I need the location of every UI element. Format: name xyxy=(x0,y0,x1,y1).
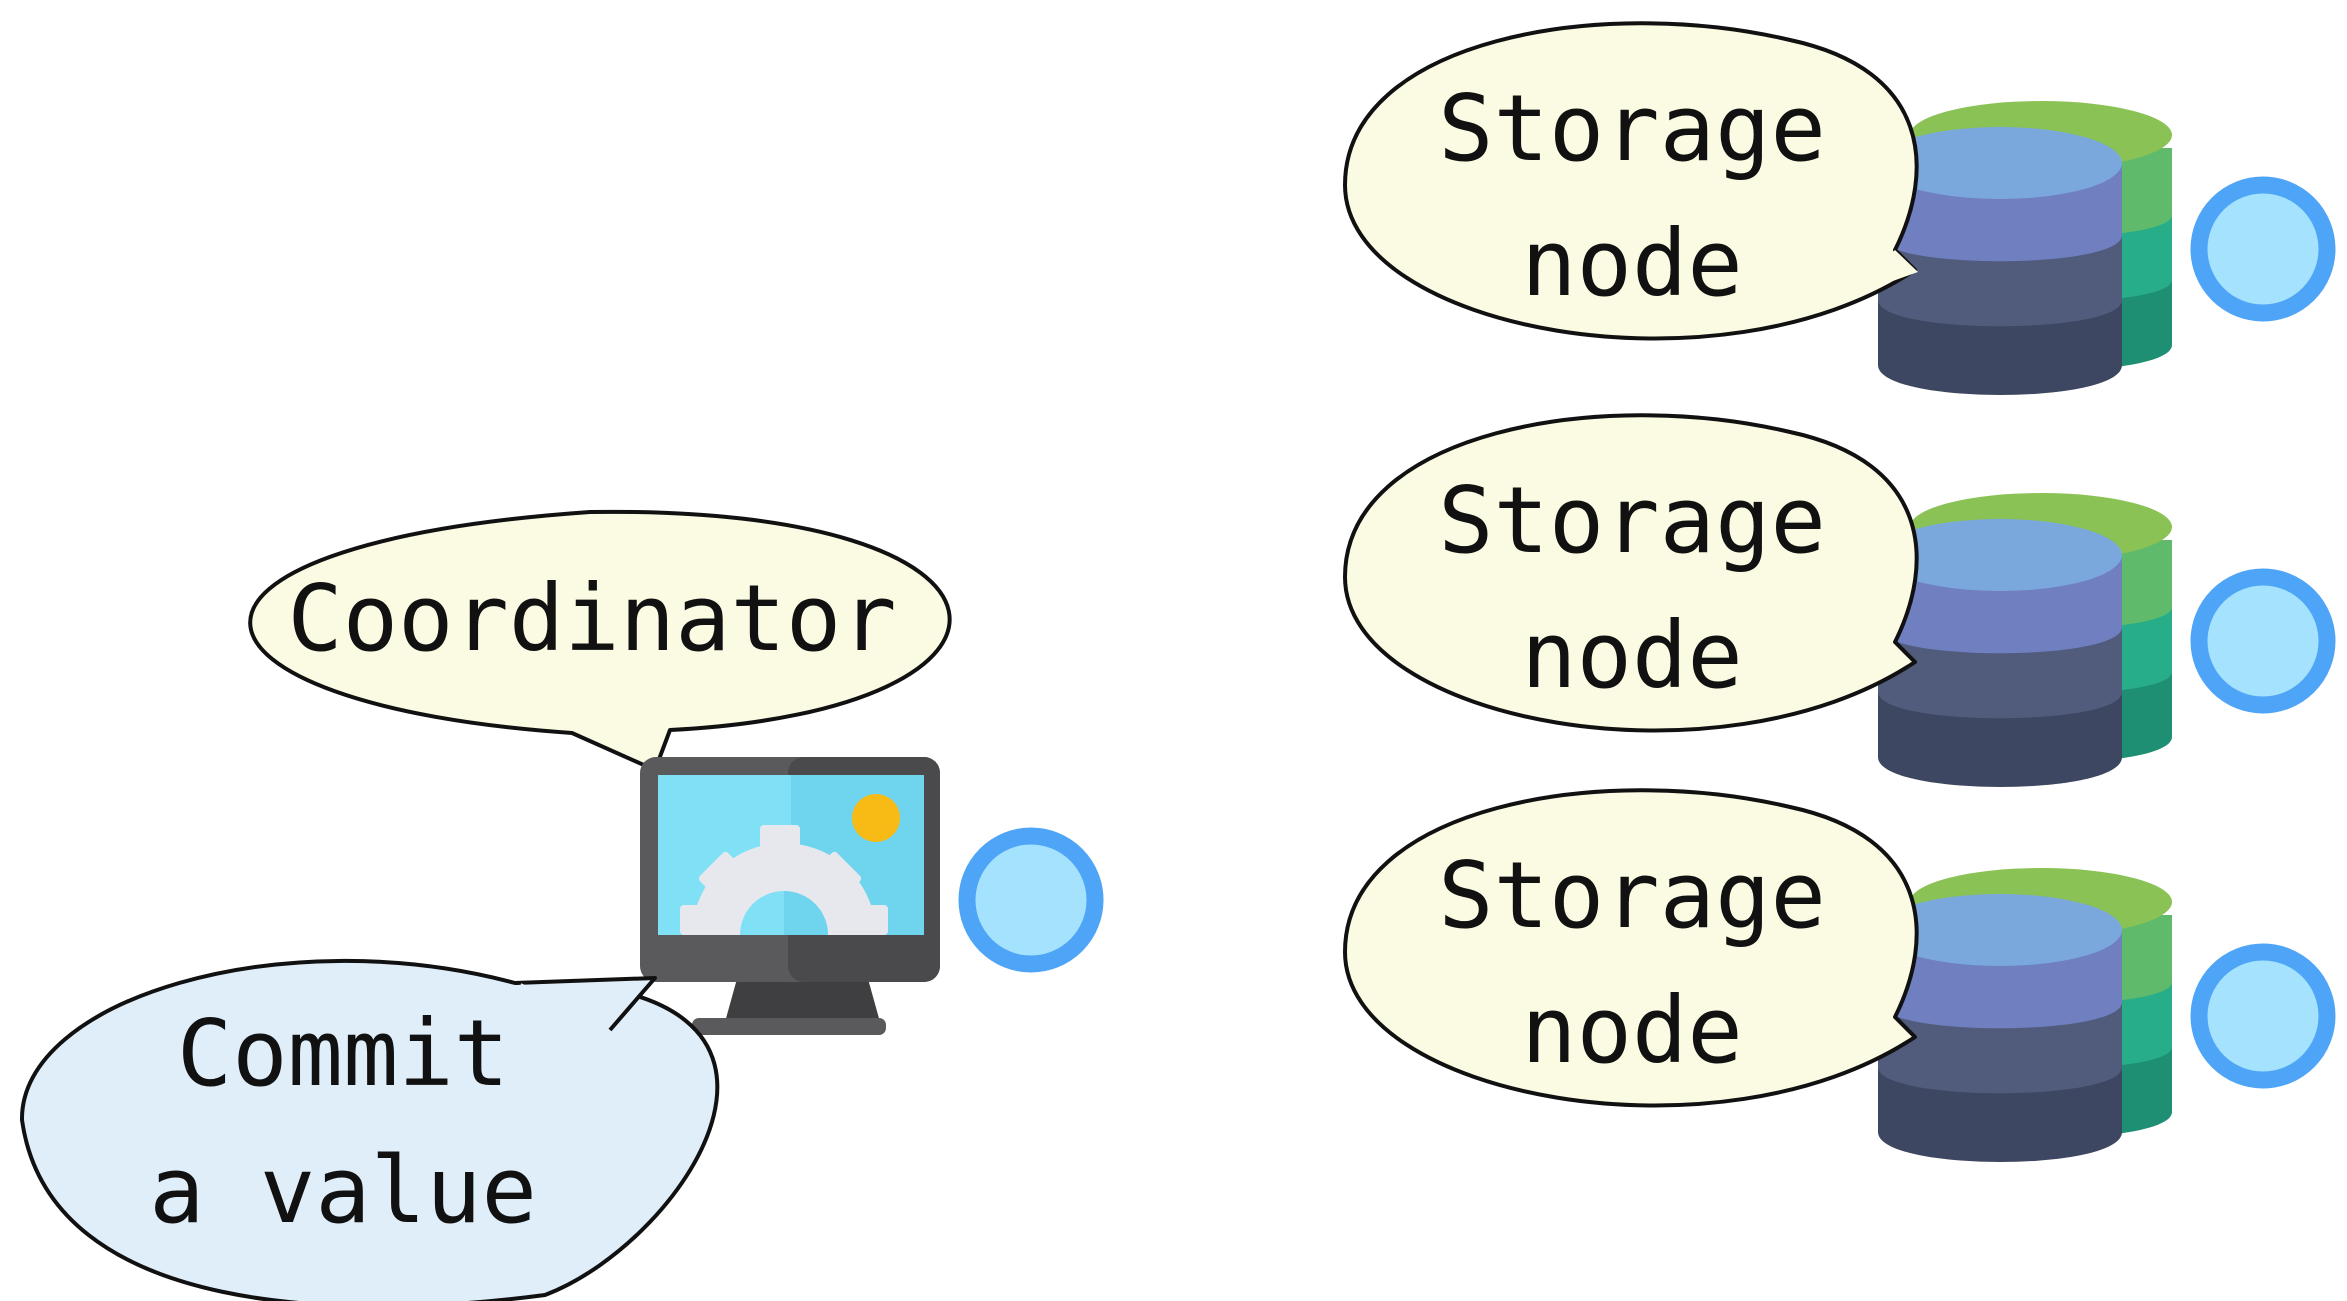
storage-node-label-line2: node xyxy=(1521,602,1743,709)
storage-node-label-line1: Storage xyxy=(1438,842,1826,949)
storage-node-2: Storage node xyxy=(1343,413,2336,787)
coordinator-label: Coordinator xyxy=(287,565,896,672)
database-icon xyxy=(1878,868,2172,1162)
storage-node-3: Storage node xyxy=(1343,788,2336,1162)
database-icon xyxy=(1878,101,2172,395)
storage-node-status-dot xyxy=(2190,943,2336,1089)
storage-node-label-line2: node xyxy=(1521,210,1743,317)
coordinator-status-dot xyxy=(958,827,1104,973)
monitor-icon xyxy=(640,757,940,1035)
coordinator-callout: Coordinator xyxy=(248,509,952,772)
storage-node-label-line2: node xyxy=(1521,977,1743,1084)
storage-node-1: Storage node xyxy=(1343,21,2336,395)
storage-node-status-dot xyxy=(2190,568,2336,714)
database-icon xyxy=(1878,493,2172,787)
storage-node-label-line1: Storage xyxy=(1438,75,1826,182)
coordinator-group: Coordinator xyxy=(19,509,1104,1301)
storage-node-callout: Storage node xyxy=(1343,788,1919,1108)
request-callout: Commit a value xyxy=(19,958,720,1301)
storage-node-status-dot xyxy=(2190,176,2336,322)
storage-node-label-line1: Storage xyxy=(1438,467,1826,574)
request-line1: Commit xyxy=(177,1000,509,1107)
request-line2: a value xyxy=(149,1137,537,1244)
storage-node-callout: Storage node xyxy=(1343,21,1919,341)
gear-icon xyxy=(680,825,888,935)
storage-node-callout: Storage node xyxy=(1343,413,1919,733)
